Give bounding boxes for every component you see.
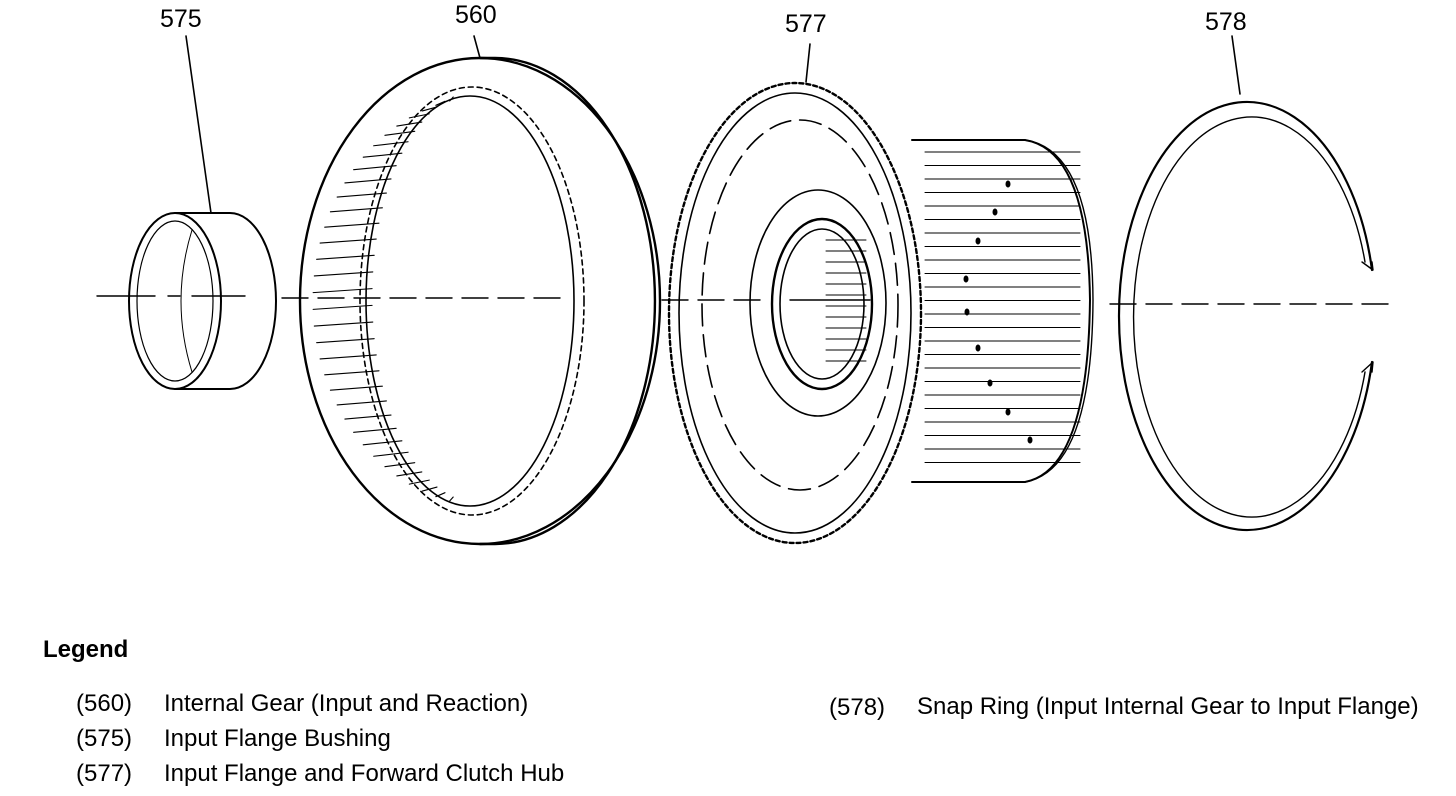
exploded-view-diagram: 575 560 577 578	[96, 1, 1399, 546]
legend-item-number: (575)	[76, 725, 133, 752]
legend-item: (560) Internal Gear (Input and Reaction)	[76, 686, 619, 721]
input-flange-577	[667, 81, 1094, 545]
callout-578: 578	[1205, 8, 1247, 36]
legend-item: (578) Snap Ring (Input Internal Gear to …	[829, 690, 1437, 725]
legend-item-description: Snap Ring (Input Internal Gear to Input …	[917, 693, 1419, 720]
legend-item-number: (577)	[76, 760, 133, 787]
legend-item: (577) Input Flange and Forward Clutch Hu…	[76, 756, 619, 791]
callout-575: 575	[160, 5, 202, 33]
legend-item-number: (578)	[829, 694, 886, 721]
legend-item-description: Internal Gear (Input and Reaction)	[164, 690, 529, 717]
legend-item-number: (560)	[76, 690, 133, 717]
legend-item: (575) Input Flange Bushing	[76, 721, 619, 756]
leader-lines	[185, 35, 1241, 214]
legend-title: Legend	[43, 636, 129, 663]
snap-ring-578	[1117, 100, 1374, 532]
legend-item-description: Input Flange and Forward Clutch Hub	[164, 760, 565, 787]
callout-560: 560	[455, 1, 497, 29]
callout-577: 577	[785, 10, 827, 38]
legend-item-description: Input Flange Bushing	[164, 725, 391, 752]
bushing-575	[128, 212, 277, 390]
legend-column-left: (560) Internal Gear (Input and Reaction)…	[76, 686, 619, 791]
centerline	[96, 295, 1399, 305]
legend-column-right: (578) Snap Ring (Input Internal Gear to …	[829, 690, 1437, 725]
internal-gear-560	[298, 56, 662, 546]
